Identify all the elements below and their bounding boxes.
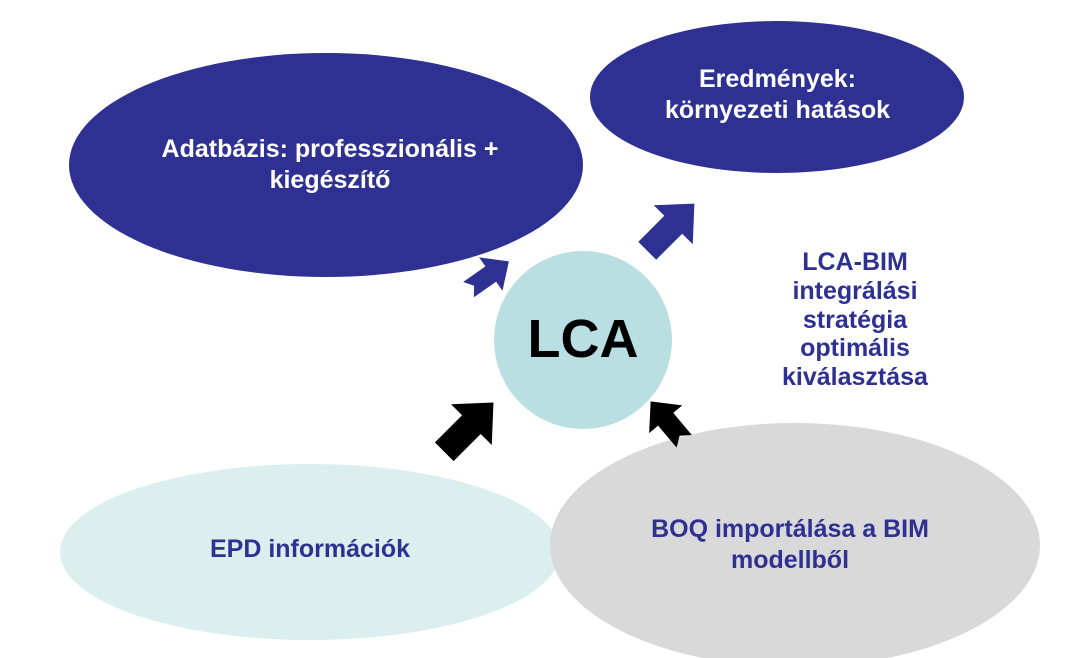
strategy-note: LCA-BIM integrálási stratégia optimális … <box>782 248 928 392</box>
lca-label: LCA <box>527 309 639 370</box>
lca-circle <box>494 251 672 429</box>
results-label: Eredmények: környezeti hatások <box>664 64 891 124</box>
database-label: Adatbázis: professzionális + kiegészítő <box>161 134 499 194</box>
arrow-database-to-lca <box>463 257 509 298</box>
arrow-epd-to-lca <box>434 402 494 462</box>
epd-ellipse <box>60 464 560 640</box>
boq-label: BOQ importálása a BIM modellből <box>651 514 929 574</box>
arrow-lca-to-results <box>638 203 695 260</box>
boq-ellipse <box>550 423 1040 658</box>
database-ellipse <box>69 53 583 277</box>
results-ellipse <box>590 21 964 173</box>
epd-label: EPD információk <box>209 535 411 564</box>
arrow-boq-to-lca <box>649 401 692 448</box>
